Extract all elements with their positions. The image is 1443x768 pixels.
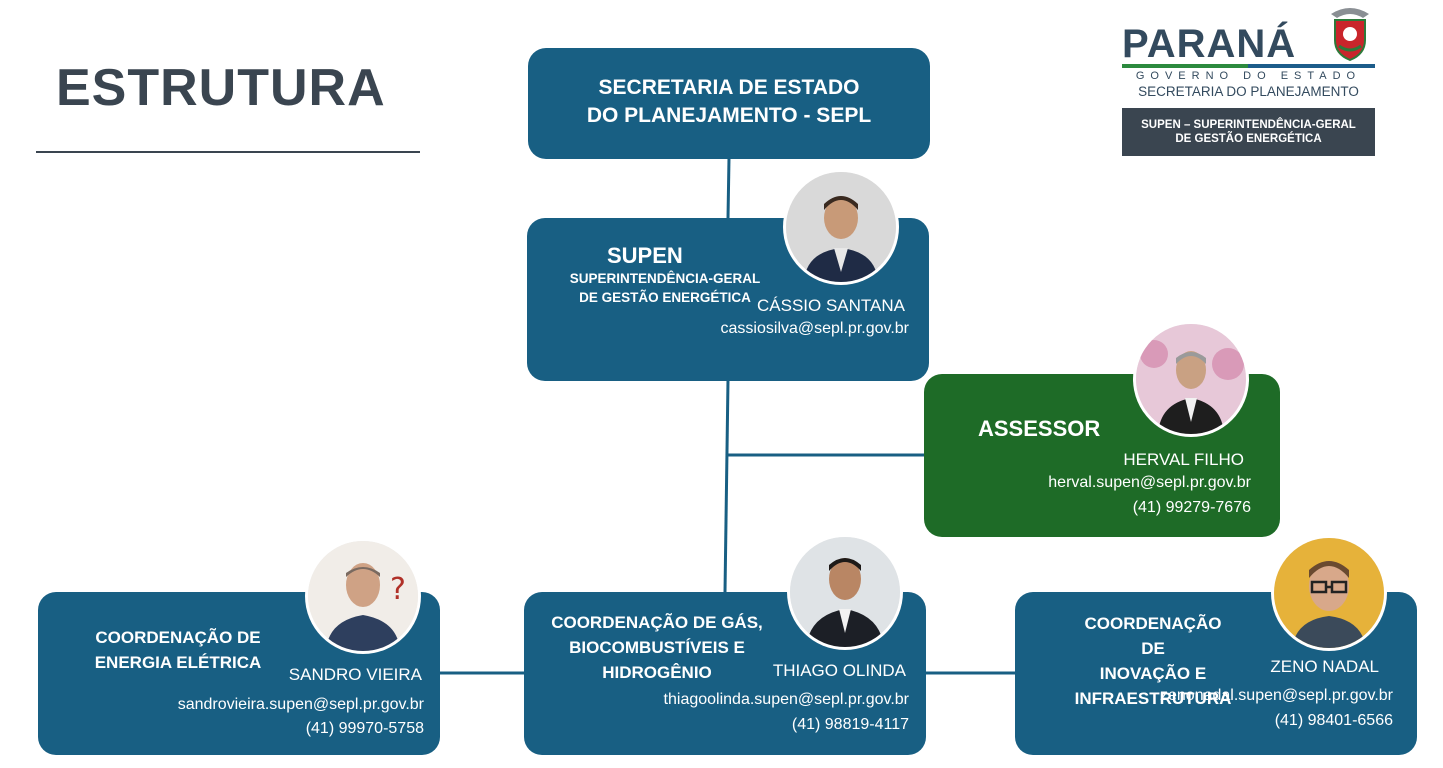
gas-person-name: THIAGO OLINDA [772,661,906,680]
inovacao-line2: INOVAÇÃO E [1099,664,1207,683]
thiago-olinda-photo [790,537,900,647]
herval-filho-photo [1136,324,1246,434]
assessor-role: ASSESSOR [978,416,1101,441]
inovacao-email[interactable]: zenonadal.supen@sepl.pr.gov.br [1160,687,1393,704]
inovacao-line1: COORDENAÇÃO DE [1084,614,1222,658]
sepl-box: SECRETARIA DE ESTADO DO PLANEJAMENTO - S… [528,48,930,159]
person-silhouette-icon [1274,538,1384,648]
supen-line1: SUPERINTENDÊNCIA-GERAL [569,271,761,286]
parana-logo: PARANÁ GOVERNO DO ESTADO SECRETARIA DO P… [1122,4,1375,156]
energia-phone: (41) 99970-5758 [305,720,424,737]
supen-email[interactable]: cassiosilva@sepl.pr.gov.br [720,320,909,337]
energia-line1: COORDENAÇÃO DE [95,628,261,647]
energia-line2: ENERGIA ELÉTRICA [94,653,262,672]
supen-acronym: SUPEN [607,243,683,268]
energia-email[interactable]: sandrovieira.supen@sepl.pr.gov.br [177,696,424,713]
supen-person-name: CÁSSIO SANTANA [757,296,905,315]
assessor-person-name: HERVAL FILHO [1123,450,1244,469]
person-silhouette-icon [1136,324,1246,434]
inovacao-line3: INFRAESTRUTURA [1074,689,1232,708]
page-title: ESTRUTURA [56,59,386,117]
title-underline [36,151,420,153]
svg-text:?: ? [390,572,406,607]
inovacao-person-name: ZENO NADAL [1270,657,1379,676]
person-silhouette-icon [790,537,900,647]
assessor-email[interactable]: herval.supen@sepl.pr.gov.br [1048,474,1251,491]
logo-wordmark: PARANÁ [1122,22,1297,66]
gas-email[interactable]: thiagoolinda.supen@sepl.pr.gov.br [663,691,909,708]
sepl-line2: DO PLANEJAMENTO - SEPL [586,104,872,127]
gas-line1: COORDENAÇÃO DE GÁS, [551,613,763,632]
state-coat-of-arms-icon [1331,8,1369,62]
gas-line2: BIOCOMBUSTÍVEIS E [569,638,745,657]
gas-phone: (41) 98819-4117 [791,716,909,733]
supen-line2: DE GESTÃO ENERGÉTICA [579,290,751,305]
connector-supen-gas [723,379,730,593]
assessor-phone: (41) 99279-7676 [1132,499,1251,516]
logo-supen-tag: SUPEN – SUPERINTENDÊNCIA-GERAL DE GESTÃO… [1122,108,1375,156]
sepl-line1: SECRETARIA DE ESTADO [598,76,860,99]
energia-person-name: SANDRO VIEIRA [288,665,422,684]
logo-secretariat: SECRETARIA DO PLANEJAMENTO [1138,84,1359,99]
person-silhouette-icon: ? [308,541,418,651]
person-silhouette-icon [786,172,896,282]
connector-sepl-supen [726,157,731,219]
sandro-vieira-photo: ? [308,541,418,651]
inovacao-phone: (41) 98401-6566 [1274,712,1393,729]
logo-color-bar [1122,64,1375,68]
supen-box: SUPEN SUPERINTENDÊNCIA-GERAL DE GESTÃO E… [527,218,929,381]
zeno-nadal-photo [1274,538,1384,648]
cassio-santana-photo [786,172,896,282]
gas-line3: HIDROGÊNIO [602,663,712,682]
logo-government: GOVERNO DO ESTADO [1135,70,1362,82]
